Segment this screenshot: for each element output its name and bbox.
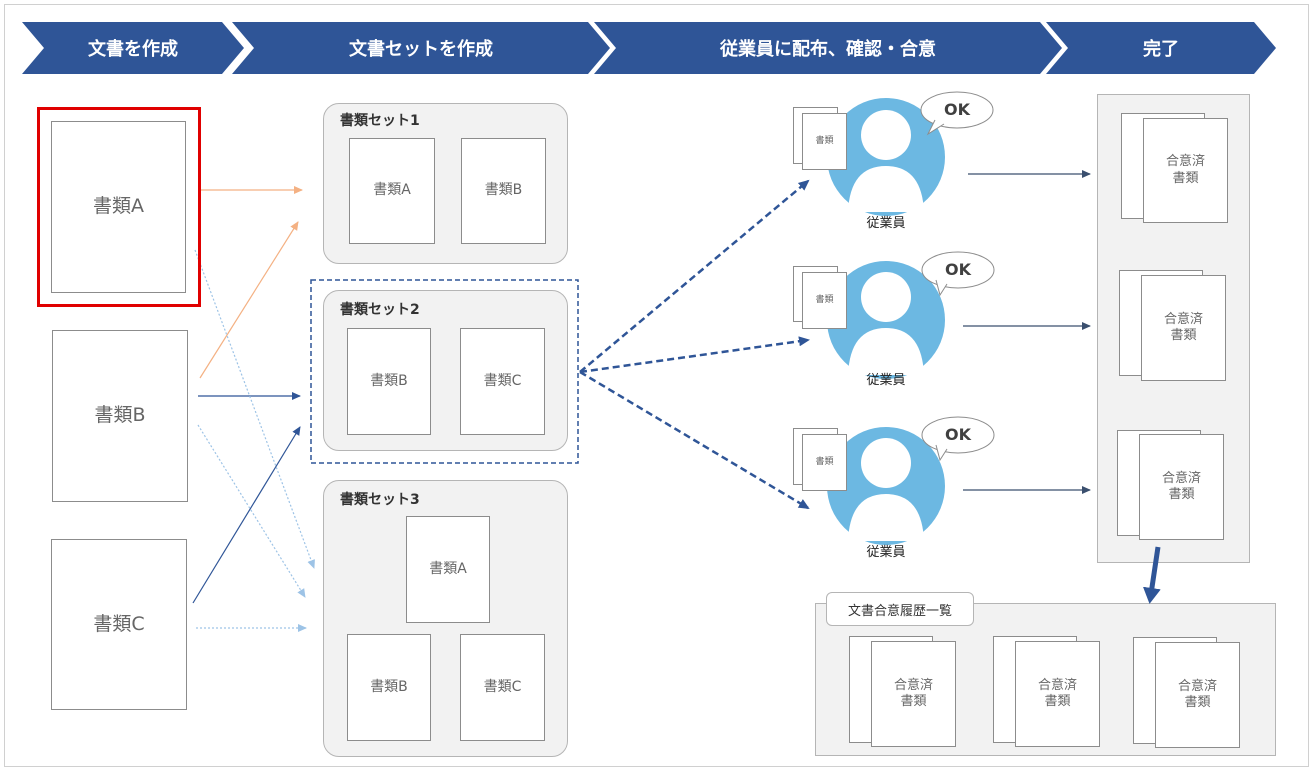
agreed-doc: 合意済 書類 <box>1139 434 1224 540</box>
step-label-complete: 完了 <box>1143 39 1179 60</box>
step-chevron-1 <box>22 22 244 74</box>
step-chevron-2 <box>232 22 610 74</box>
employee-3-doc: 書類 <box>802 434 847 491</box>
doc-b[interactable]: 書類B <box>52 330 188 502</box>
set2-selection-box <box>310 279 579 464</box>
agreed-doc: 合意済 書類 <box>1141 275 1226 381</box>
history-doc[interactable]: 合意済 書類 <box>871 641 956 747</box>
employee-1-bubble-text: OK <box>944 100 970 119</box>
doc-c[interactable]: 書類C <box>51 539 187 710</box>
employee-3-bubble-text: OK <box>945 425 971 444</box>
step-chevron-3 <box>594 22 1062 74</box>
history-doc[interactable]: 合意済 書類 <box>1155 642 1240 748</box>
doc-set-3-title: 書類セット3 <box>340 492 420 508</box>
arrow-b-to-set1 <box>199 221 299 379</box>
doc-set-2-title: 書類セット2 <box>340 302 420 318</box>
doc-a[interactable]: 書類A <box>51 121 186 293</box>
doc-a-selection[interactable] <box>37 107 201 307</box>
agreed-doc: 合意済 書類 <box>1143 118 1228 223</box>
arrow-b-to-set3 <box>197 424 306 598</box>
history-doc[interactable]: 合意済 書類 <box>1015 641 1100 747</box>
employee-2-bubble-text: OK <box>945 260 971 279</box>
arrow-set2-to-employee-3 <box>579 370 810 510</box>
doc-set-1-title: 書類セット1 <box>340 113 420 129</box>
employee-1-label: 従業員 <box>866 216 906 231</box>
doc-set-2-item: 書類B <box>347 328 431 435</box>
employee-2-label: 従業員 <box>866 373 906 388</box>
arrow-c-to-set2 <box>192 426 301 604</box>
step-chevron-4 <box>1046 22 1276 74</box>
employee-3-label: 従業員 <box>866 545 906 560</box>
arrow-set2-to-employee-1 <box>579 179 810 373</box>
step-label-distribute: 従業員に配布、確認・合意 <box>720 39 936 60</box>
doc-set-3-item: 書類B <box>347 634 431 741</box>
employee-1-doc: 書類 <box>802 113 847 170</box>
doc-set-1-item: 書類A <box>349 138 435 244</box>
diagram-frame <box>4 4 1309 767</box>
doc-set-3-item: 書類A <box>406 516 490 623</box>
arrow-set2-to-employee-2 <box>579 336 810 374</box>
doc-set-1-item: 書類B <box>461 138 546 244</box>
doc-set-2-item: 書類C <box>460 328 545 435</box>
doc-set-3-item: 書類C <box>460 634 545 741</box>
history-title: 文書合意履歴一覧 <box>826 592 974 626</box>
employee-2-doc: 書類 <box>802 272 847 329</box>
step-label-create-set: 文書セットを作成 <box>349 39 493 60</box>
arrow-a-to-set3 <box>194 249 315 569</box>
step-label-create-doc: 文書を作成 <box>88 39 178 60</box>
